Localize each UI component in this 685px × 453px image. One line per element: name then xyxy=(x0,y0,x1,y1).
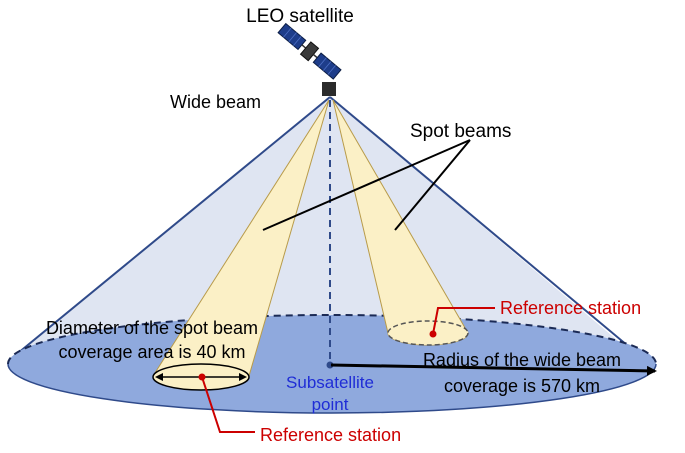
wide-beam-radius-arrow xyxy=(330,363,657,376)
wide-radius-label-line2: coverage is 570 km xyxy=(444,376,600,396)
subsatellite-label-line1: Subsatellite xyxy=(286,373,374,392)
reference-station-right-label: Reference station xyxy=(500,298,641,318)
satellite-icon xyxy=(277,22,342,96)
diameter-arrowhead-left xyxy=(155,373,163,381)
wide-beam-left-edge xyxy=(11,96,331,359)
spot-beams-leader-left xyxy=(262,139,471,231)
subsatellite-point-marker xyxy=(326,361,334,369)
diameter-arrowhead-right xyxy=(239,373,247,381)
reference-station-right-leader xyxy=(432,307,495,335)
spot-beams-label: Spot beams xyxy=(410,121,511,142)
reference-station-left-leader xyxy=(201,376,255,433)
spot-diameter-label-line1: Diameter of the spot beam xyxy=(46,318,258,338)
spot-beams-leader-right xyxy=(394,139,471,231)
wide-beam-right-edge xyxy=(329,96,653,367)
wide-radius-label-line1: Radius of the wide beam xyxy=(423,350,621,370)
ground-coverage-front-edge xyxy=(7,363,657,414)
spot-beam-right-footprint xyxy=(387,320,469,346)
wide-beam-label: Wide beam xyxy=(170,92,261,112)
spot-diameter-label-line2: coverage area is 40 km xyxy=(58,342,245,362)
subsatellite-label-line2: point xyxy=(312,395,349,414)
satellite-label: LEO satellite xyxy=(246,6,354,27)
reference-station-bottom-label: Reference station xyxy=(260,425,401,445)
